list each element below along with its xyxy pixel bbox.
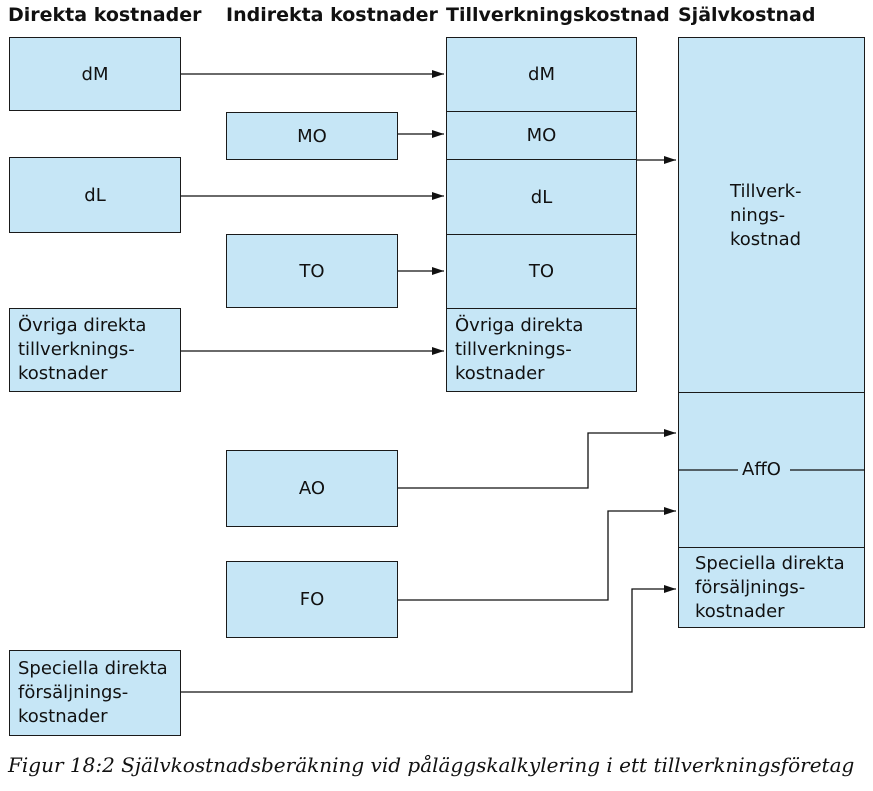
total-sales-label: Speciella direkta försäljnings- kostnade…	[695, 552, 845, 622]
header-total-cost: Självkostnad	[678, 4, 816, 26]
mfg-other-label: Övriga direkta tillverknings- kostnader	[455, 315, 584, 384]
header-indirect-costs: Indirekta kostnader	[226, 4, 438, 26]
total-manufacturing-box	[678, 37, 865, 393]
mfg-dl-label: dL	[530, 186, 553, 208]
indirect-mo-box: MO	[226, 112, 398, 160]
indirect-fo-box: FO	[226, 561, 398, 638]
mfg-to-box: TO	[446, 234, 637, 309]
mfg-other-box: Övriga direkta tillverknings- kostnader	[446, 308, 637, 392]
indirect-ao-label: AO	[298, 478, 326, 499]
direct-dl-box: dL	[9, 157, 181, 233]
direct-dm-box: dM	[9, 37, 181, 111]
mfg-to-label: TO	[528, 261, 555, 282]
indirect-ao-box: AO	[226, 450, 398, 527]
indirect-to-box: TO	[226, 234, 398, 308]
total-sales-box: Speciella direkta försäljnings- kostnade…	[678, 547, 865, 628]
arrow-sales	[181, 585, 676, 693]
header-manufacturing-cost: Tillverkningskostnad	[446, 4, 670, 26]
direct-sales-box: Speciella direkta försäljnings- kostnade…	[9, 650, 181, 736]
indirect-fo-label: FO	[299, 589, 325, 610]
mfg-dm-label: dM	[528, 64, 555, 85]
direct-dm-label: dM	[81, 63, 109, 85]
indirect-mo-label: MO	[297, 125, 327, 147]
mfg-dm-box: dM	[446, 37, 637, 112]
arrow-fo	[398, 507, 676, 601]
direct-other-label: Övriga direkta tillverknings- kostnader	[18, 315, 147, 384]
mfg-dl-box: dL	[446, 159, 637, 235]
figure-caption: Figur 18:2 Självkostnadsberäkning vid på…	[8, 753, 855, 777]
indirect-to-label: TO	[299, 260, 325, 282]
direct-sales-label: Speciella direkta försäljnings- kostnade…	[18, 658, 168, 727]
total-affo-label: AffO	[742, 459, 781, 480]
arrow-ao	[398, 429, 676, 489]
direct-other-box: Övriga direkta tillverknings- kostnader	[9, 308, 181, 392]
total-manufacturing-label: Tillverk- nings- kostnad	[730, 181, 802, 250]
direct-dl-label: dL	[84, 184, 106, 206]
mfg-mo-label: MO	[526, 125, 557, 146]
header-direct-costs: Direkta kostnader	[8, 4, 202, 26]
